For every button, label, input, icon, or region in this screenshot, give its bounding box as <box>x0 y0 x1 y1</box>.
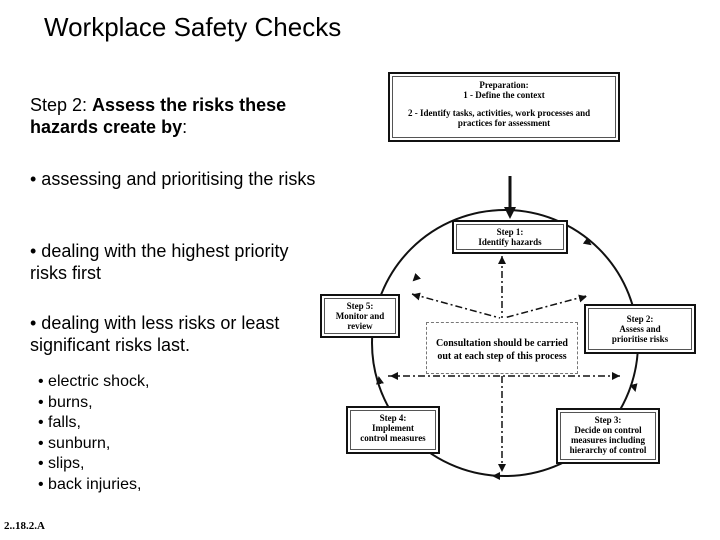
cycle-arrow-top-right <box>582 237 592 246</box>
step-prefix: Step 2: <box>30 95 93 115</box>
hazard-item: • sunburn, <box>38 434 111 452</box>
step2-text: Assess and <box>619 324 661 334</box>
step1-box: Step 1: Identify hazards <box>452 220 568 254</box>
step1-label: Step 1: <box>496 227 524 237</box>
hazard-item: • slips, <box>38 455 85 472</box>
step4-label: Step 4: <box>379 413 407 423</box>
consult-link-step2 <box>503 295 587 319</box>
bullet-highest-priority: • dealing with the highest priority risk… <box>30 241 289 283</box>
slide-title: Workplace Safety Checks <box>44 12 342 42</box>
cycle-arrow-top-left <box>412 272 422 282</box>
consult-arrow-upright <box>578 294 587 303</box>
step3-box: Step 3: Decide on control measures inclu… <box>556 408 660 464</box>
bullet-assess: • assessing and prioritising the risks <box>30 169 316 189</box>
step2-box: Step 2: Assess and prioritise risks <box>584 304 696 354</box>
step3-label: Step 3: <box>594 415 622 425</box>
step5-box: Step 5: Monitor and review <box>320 294 400 338</box>
preparation-item-1: 1 - Define the context <box>463 90 545 100</box>
step4-text-cont: control measures <box>360 433 426 443</box>
consultation-text: Consultation should be carried <box>436 338 568 349</box>
step5-text: Monitor and <box>335 311 385 321</box>
step1-text: Identify hazards <box>478 237 542 247</box>
hazard-item: • burns, <box>38 393 93 411</box>
hazard-item: • back injuries, <box>38 475 142 493</box>
step5-text-cont: review <box>347 321 373 331</box>
consult-link-step5 <box>411 293 501 319</box>
hazard-list: • electric shock, • burns, • falls, • su… <box>38 372 149 495</box>
cycle-arrow-left <box>376 376 384 385</box>
step2-text-cont: prioritise risks <box>611 334 669 344</box>
footer-code: 2..18.2.A <box>4 520 45 532</box>
step3-text: Decide on control <box>574 425 642 435</box>
cycle-arrow-right <box>629 383 638 392</box>
preparation-item-2-cont: practices for assessment <box>457 118 551 128</box>
step4-box: Step 4: Implement control measures <box>346 406 440 454</box>
hazard-item: • falls, <box>38 414 81 431</box>
consultation-box: Consultation should be carried out at ea… <box>426 322 578 374</box>
preparation-box: Preparation: 1 - Define the context 2 - … <box>388 72 620 142</box>
step-suffix: : <box>182 117 188 137</box>
step3-text-cont: measures including <box>570 435 646 445</box>
step5-label: Step 5: <box>346 301 374 311</box>
consultation-text-cont: out at each step of this process <box>437 351 567 362</box>
preparation-item-2: 2 - Identify tasks, activities, work pro… <box>408 108 591 118</box>
consult-arrow-upleft <box>412 292 421 301</box>
hazard-item: • electric shock, <box>38 373 150 390</box>
step4-text: Implement <box>372 423 414 433</box>
preparation-title: Preparation: <box>479 80 529 90</box>
bullet-least-significant: • dealing with less risks or least signi… <box>30 313 280 355</box>
step-heading: Step 2: Assess the risks these hazards c… <box>30 94 330 138</box>
step-bold-text: Assess the risks these hazards create by <box>30 95 287 137</box>
step2-label: Step 2: <box>626 314 654 324</box>
step3-text-cont-2: hierarchy of control <box>569 445 647 455</box>
